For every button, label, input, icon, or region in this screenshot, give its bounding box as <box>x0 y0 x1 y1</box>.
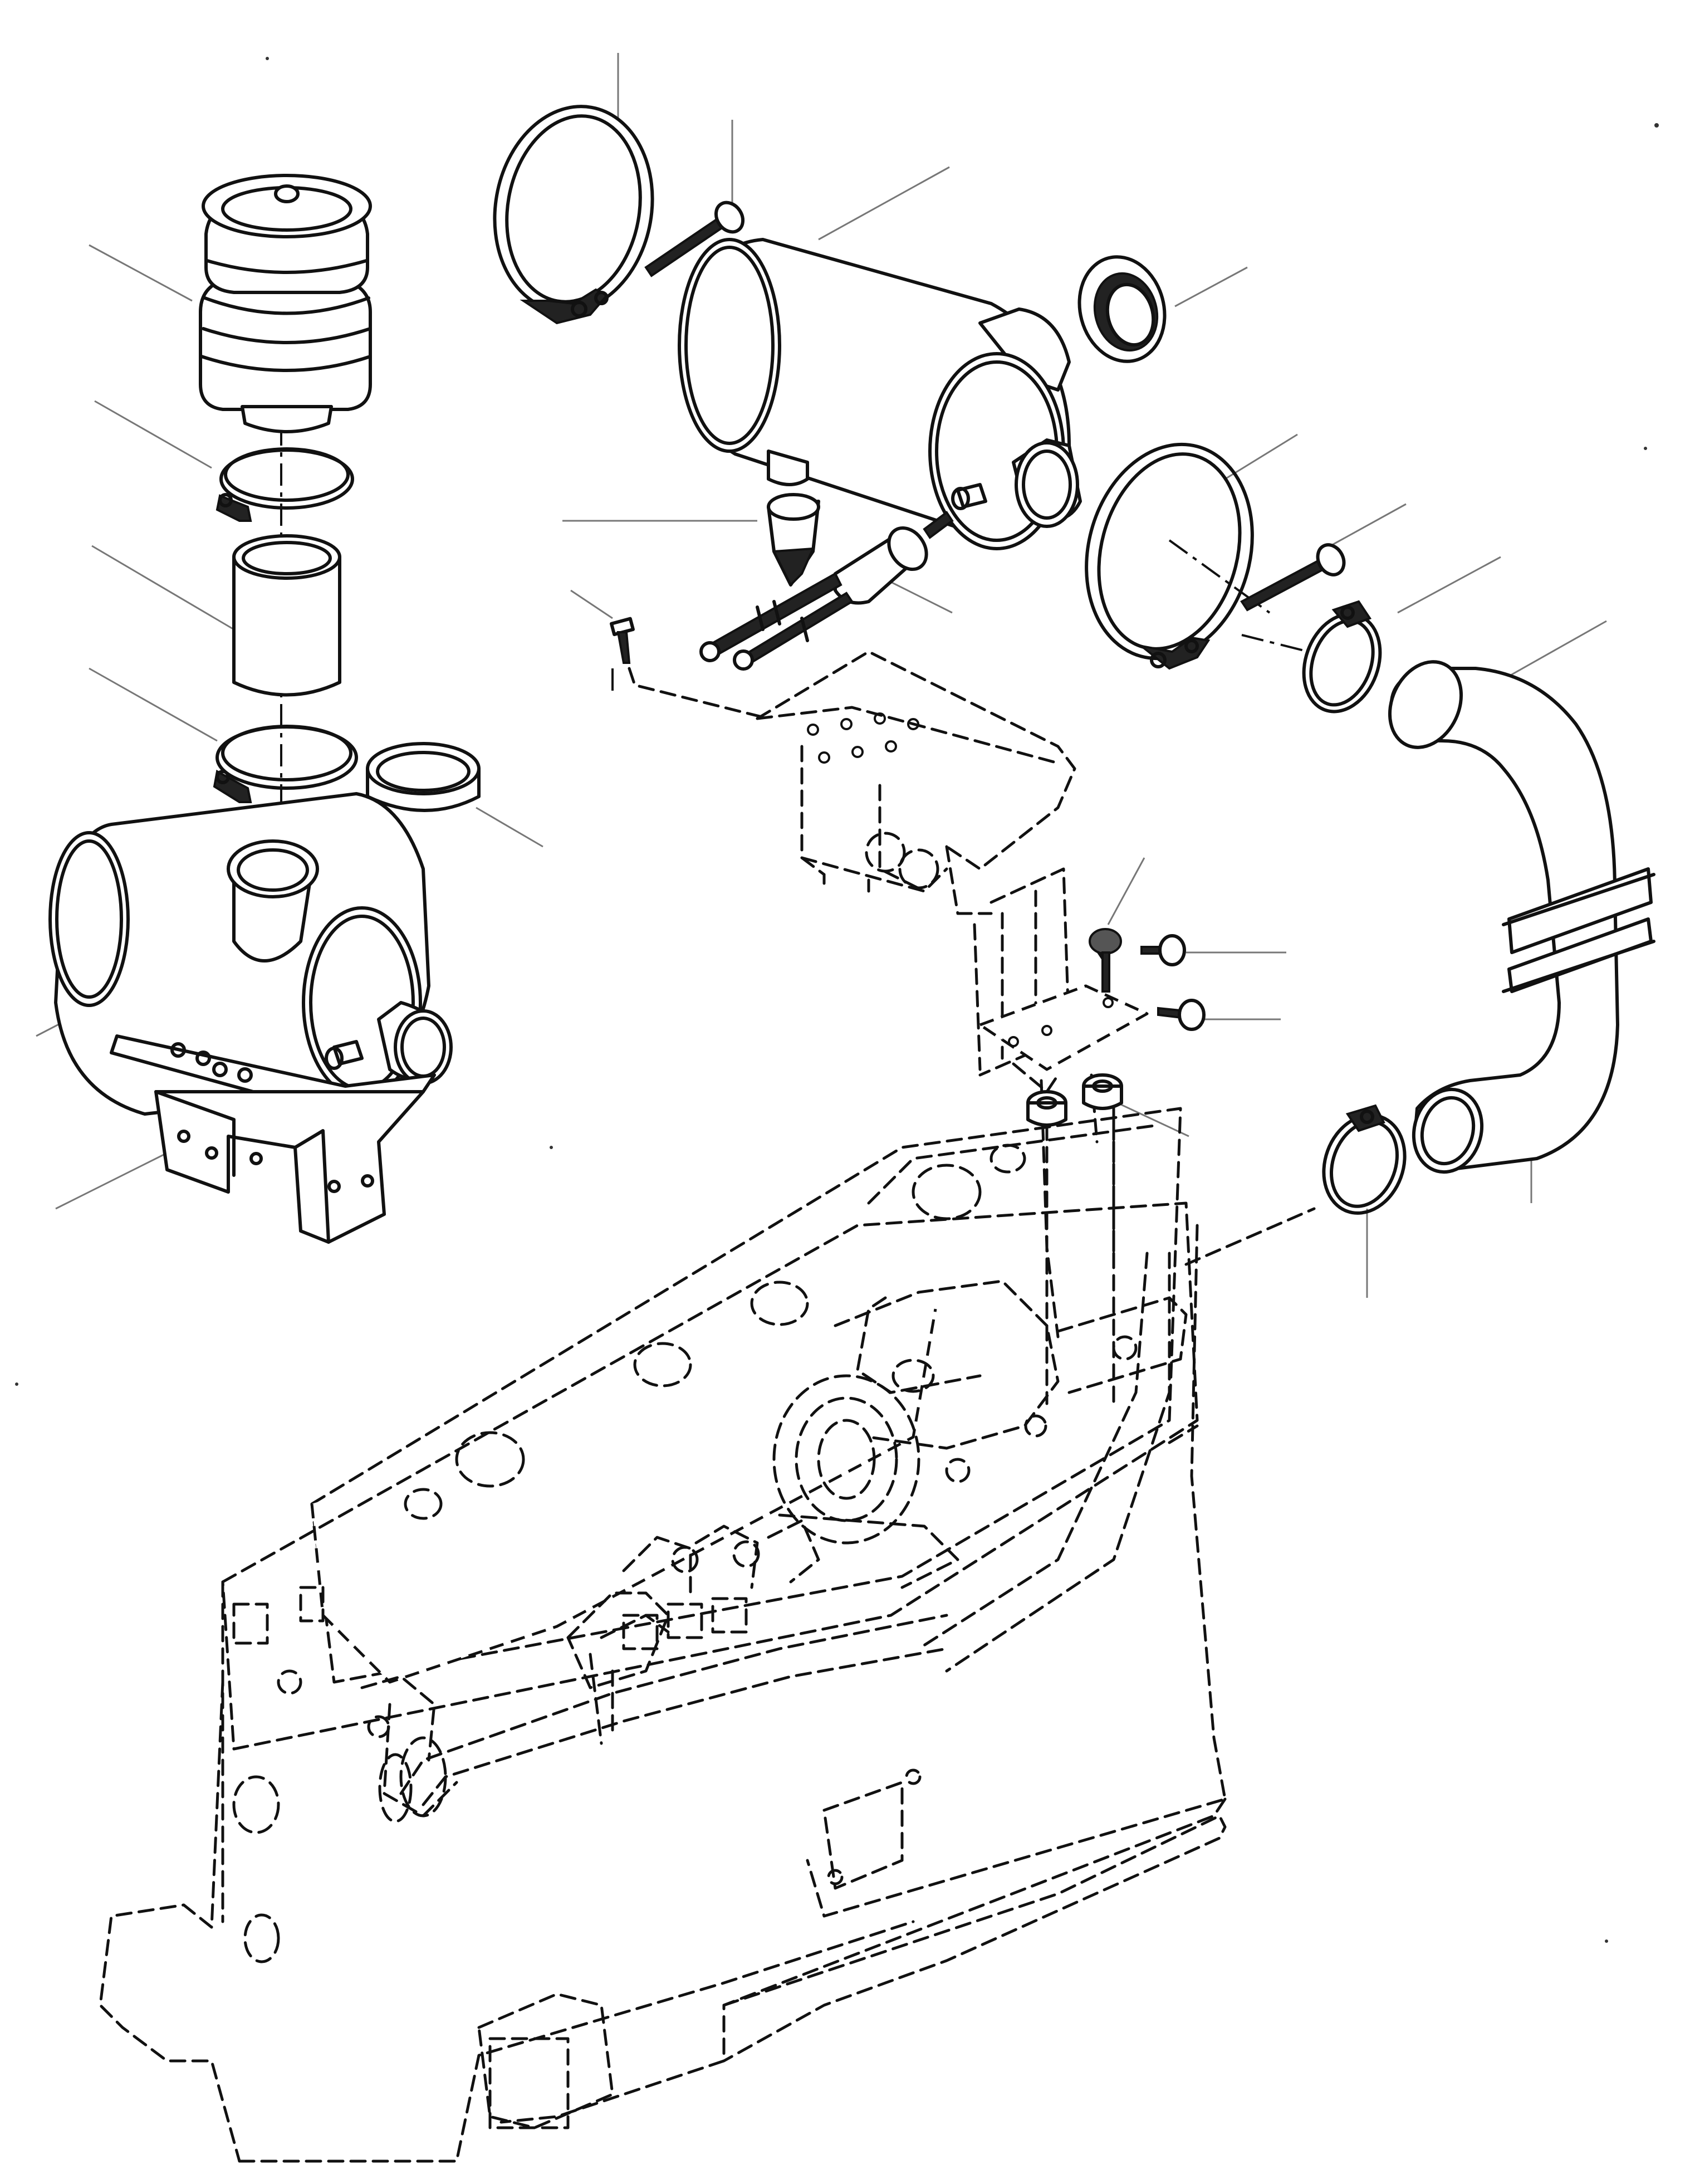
precleaner-bowl <box>199 174 372 433</box>
hose-clamp-lower <box>213 725 358 803</box>
cleaner-support-stand <box>628 650 1316 1338</box>
hose-clamp-upper-right <box>1302 600 1382 714</box>
intake-tube <box>232 534 341 697</box>
mount-bolt <box>1089 928 1122 993</box>
dust-valve <box>767 493 820 587</box>
hose-clamp-lower-right <box>1322 1104 1407 1215</box>
engine-block-phantom <box>99 1107 1227 2163</box>
isolator-nuts <box>1026 1073 1123 1127</box>
band-clamp-top <box>493 105 654 325</box>
bracket-screw <box>609 617 635 664</box>
side-bolts <box>1140 934 1206 1031</box>
restriction-indicator <box>699 511 954 671</box>
band-bolt-top <box>644 201 745 277</box>
mounting-bracket-left <box>110 1034 436 1244</box>
leader-lines <box>36 53 1607 1298</box>
band-bolt-right <box>1240 543 1346 612</box>
scan-specks <box>15 57 1659 1943</box>
air-cleaner-housing <box>678 238 1082 550</box>
rubber-cap <box>366 742 481 812</box>
band-clamp-right <box>1085 442 1254 670</box>
dust-cap <box>1077 255 1167 363</box>
elbow-hose <box>1388 660 1655 1174</box>
hose-clamp <box>215 447 354 522</box>
